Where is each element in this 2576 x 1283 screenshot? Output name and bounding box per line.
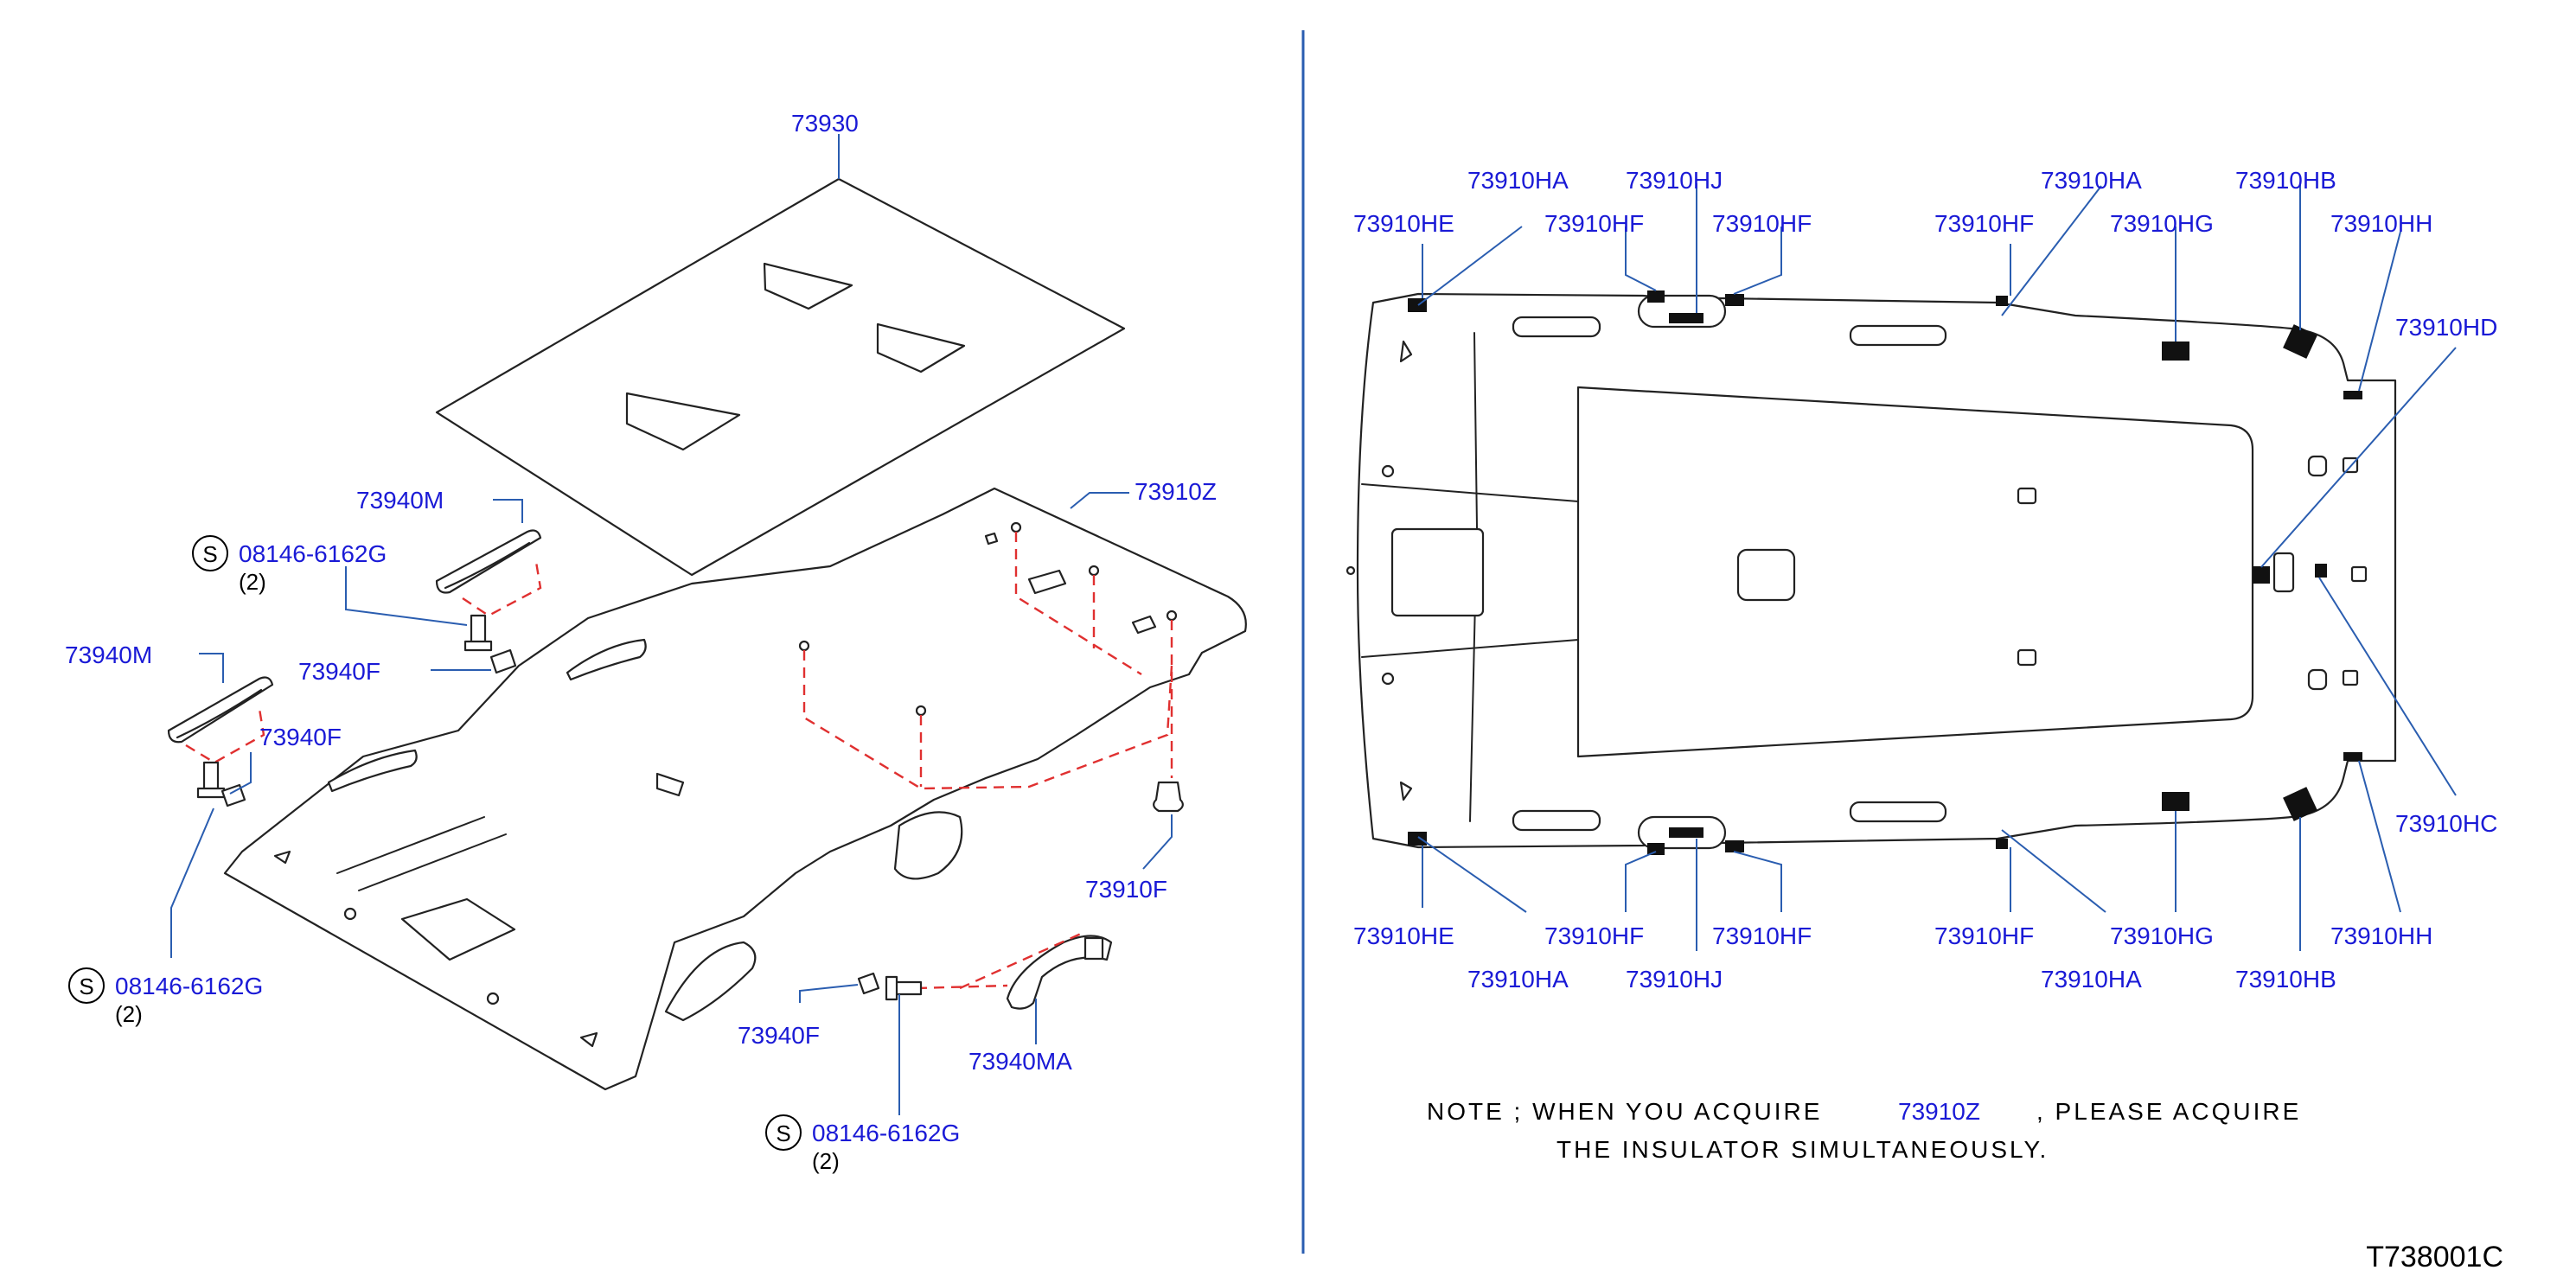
note-line1-prefix: NOTE ; WHEN YOU ACQUIRE [1427, 1098, 1822, 1125]
label-bottom-73910ha: 73910HA [2041, 966, 2142, 993]
label-top-73910hd: 73910HD [2395, 314, 2497, 341]
figure-id: T738001C [2366, 1241, 2503, 1273]
label-bottom-73910ha: 73910HA [1467, 966, 1569, 993]
headlining-plan-drawing [1346, 292, 2397, 850]
bolt-mid-drawing [196, 761, 226, 799]
assist-grip-mid-drawing [167, 676, 274, 764]
assist-grip-front-drawing [435, 529, 542, 617]
label-top-73910hg: 73910HG [2110, 210, 2214, 237]
qty-bolt-front: (2) [239, 569, 266, 595]
note-line2: THE INSULATOR SIMULTANEOUSLY. [1556, 1136, 2049, 1163]
label-bracket-front: 73940F [298, 658, 380, 685]
bolt-rear-callout: S 08146-6162G (2) [765, 1114, 960, 1174]
assist-grip-rear-drawing [916, 932, 1113, 1010]
label-bottom-73910hf: 73910HF [1712, 922, 1812, 949]
label-73930: 73930 [791, 110, 859, 137]
label-bracket-rear: 73940F [738, 1022, 820, 1049]
headlining-drawing [223, 487, 1247, 1091]
bolt-mid-callout: S 08146-6162G (2) [68, 967, 263, 1027]
left-leader-lines [170, 492, 1173, 1115]
qty-bolt-mid: (2) [115, 1001, 143, 1027]
label-bottom-73910hf: 73910HF [1544, 922, 1644, 949]
label-bottom-73910hg: 73910HG [2110, 922, 2214, 949]
plan-top-labels: 73910HE 73910HA 73910HF 73910HJ 73910HF … [1353, 167, 2497, 341]
label-top-73910hf: 73910HF [1934, 210, 2034, 237]
label-assist-grip-rear: 73940MA [968, 1048, 1072, 1075]
plan-bottom-labels: 73910HE 73910HA 73910HF 73910HJ 73910HF … [1353, 810, 2497, 993]
s-symbol: S [79, 973, 93, 999]
label-top-73910hh: 73910HH [2330, 210, 2432, 237]
label-bracket-mid: 73940F [259, 724, 342, 750]
label-bottom-73910hh: 73910HH [2330, 922, 2432, 949]
label-top-73910hb: 73910HB [2235, 167, 2336, 194]
label-bottom-73910hc: 73910HC [2395, 810, 2497, 837]
label-top-73910hj: 73910HJ [1626, 167, 1723, 194]
label-assist-grip-mid: 73940M [65, 642, 152, 668]
note-part-number: 73910Z [1898, 1098, 1980, 1125]
bolt-front-callout: S 08146-6162G (2) [192, 535, 387, 595]
label-assist-grip-front: 73940M [356, 487, 444, 514]
label-bottom-73910he: 73910HE [1353, 922, 1454, 949]
label-bolt-rear: 08146-6162G [812, 1120, 960, 1146]
bolt-rear-drawing [885, 975, 923, 1001]
label-top-73910ha: 73910HA [1467, 167, 1569, 194]
qty-bolt-rear: (2) [812, 1148, 840, 1174]
bracket-drawings [221, 648, 880, 995]
clip-drawing [1153, 781, 1184, 813]
s-symbol: S [776, 1120, 790, 1146]
label-bottom-73910hf: 73910HF [1934, 922, 2034, 949]
note-line1-suffix: , PLEASE ACQUIRE [2036, 1098, 2301, 1125]
clip-locator-lines [802, 532, 1173, 790]
label-top-73910he: 73910HE [1353, 210, 1454, 237]
note-block: NOTE ; WHEN YOU ACQUIRE 73910Z , PLEASE … [1427, 1098, 2301, 1163]
plan-view-pads [1408, 290, 2362, 855]
label-top-73910hf: 73910HF [1544, 210, 1644, 237]
right-leader-lines [1417, 183, 2457, 951]
label-bolt-front: 08146-6162G [239, 540, 387, 567]
label-top-73910ha: 73910HA [2041, 167, 2142, 194]
s-symbol: S [202, 541, 217, 567]
label-bottom-73910hb: 73910HB [2235, 966, 2336, 993]
label-top-73910hf: 73910HF [1712, 210, 1812, 237]
label-bolt-mid: 08146-6162G [115, 973, 263, 999]
insulator-drawing [435, 134, 1126, 577]
label-73910z: 73910Z [1135, 478, 1217, 505]
label-clip: 73910F [1085, 876, 1167, 903]
bolt-front-drawing [463, 614, 493, 652]
label-bottom-73910hj: 73910HJ [1626, 966, 1723, 993]
